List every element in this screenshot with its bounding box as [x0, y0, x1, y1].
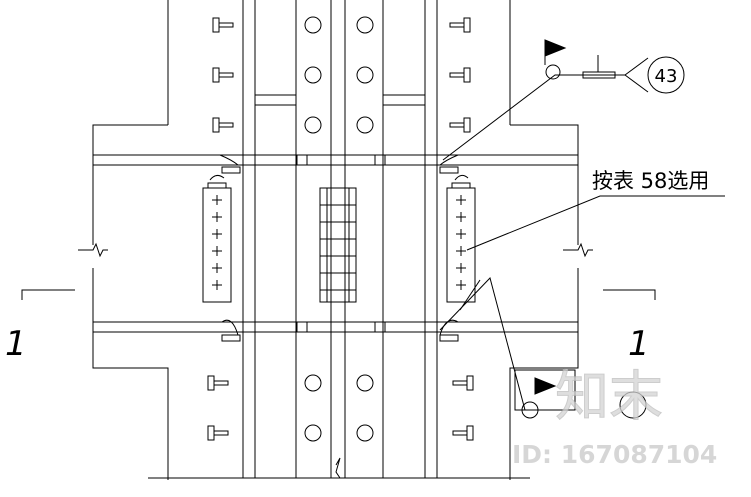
center-splice-plate	[319, 187, 357, 303]
bolt-circle	[304, 16, 322, 34]
bolt-circle	[356, 424, 374, 442]
bolt-head	[466, 425, 474, 441]
column-outline	[78, 0, 593, 480]
side-anchor-bolts	[207, 17, 474, 441]
section-label-left: 1	[5, 324, 27, 364]
bolt-shank	[452, 380, 468, 386]
bolt-shank	[449, 72, 465, 78]
bolt-circle	[304, 424, 322, 442]
bolt-head	[207, 375, 215, 391]
watermark-brand: 知末	[555, 365, 663, 428]
bolt-shank	[213, 430, 229, 436]
weld-callout-bottom	[439, 277, 647, 419]
bolt-head	[466, 375, 474, 391]
bolt-circle	[356, 116, 374, 134]
table-reference-note: 按表 58选用	[592, 169, 709, 193]
bolt-crosses-left	[212, 195, 222, 290]
bolt-head	[463, 117, 471, 133]
bolt-circle	[304, 374, 322, 392]
beam-flanges	[93, 94, 578, 342]
bolt-circle	[356, 374, 374, 392]
bolt-circle	[356, 66, 374, 84]
watermark-id: ID: 167087104	[512, 440, 717, 469]
bolt-head	[212, 17, 220, 33]
bolt-circle	[304, 66, 322, 84]
weld-callout-top	[442, 39, 685, 161]
bolt-shank	[218, 72, 234, 78]
side-shear-plates	[202, 174, 476, 303]
bolt-head	[207, 425, 215, 441]
bolt-shank	[452, 430, 468, 436]
section-mark-right	[603, 289, 656, 300]
bolt-head	[463, 17, 471, 33]
callout-number: 43	[655, 66, 678, 87]
bolt-crosses-right	[456, 195, 466, 290]
bolt-shank	[449, 22, 465, 28]
section-mark-left	[21, 289, 75, 300]
bolt-shank	[218, 122, 234, 128]
bolt-shank	[213, 380, 229, 386]
vertical-plates	[242, 0, 438, 479]
section-label-right: 1	[628, 324, 650, 364]
bolt-head	[212, 117, 220, 133]
bolt-circle	[304, 116, 322, 134]
bolt-circles	[304, 16, 374, 442]
bolt-circle	[356, 16, 374, 34]
bolt-shank	[218, 22, 234, 28]
bolt-head	[463, 67, 471, 83]
bolt-shank	[449, 122, 465, 128]
note-leader	[466, 195, 725, 251]
bolt-head	[212, 67, 220, 83]
